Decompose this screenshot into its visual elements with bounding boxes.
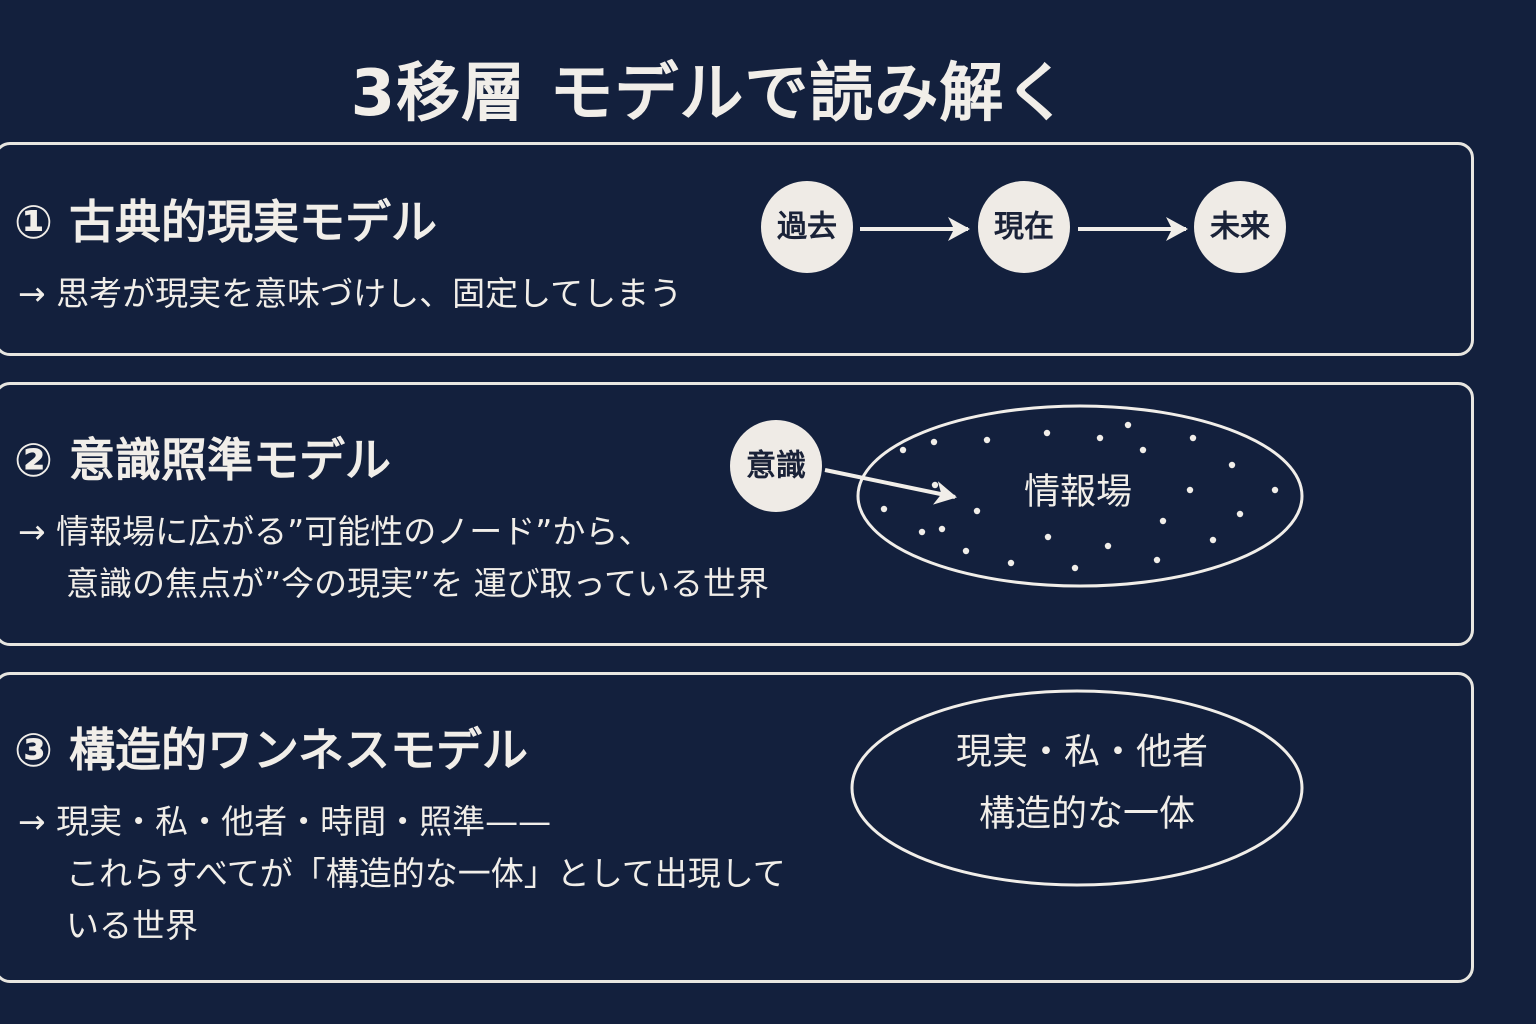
possibility-dot [1189,434,1197,442]
information-field-ellipse [856,404,1304,588]
possibility-dot [899,446,907,454]
possibility-dot [1071,564,1079,572]
node-present-label: 現在 [994,210,1054,245]
possibility-dot [1007,559,1015,567]
node-past [761,181,853,273]
possibility-dot [1043,429,1051,437]
description-line: → 現実・私・他者・時間・照準—— [18,802,552,841]
possibility-dot [1186,486,1194,494]
possibility-dot [1044,533,1052,541]
section-2-heading: ② 意識照準モデル [14,433,391,487]
possibility-dot [962,547,970,555]
possibility-dot [918,528,926,536]
section-classical-model [0,142,1474,356]
oneness-diagram: 現実・私・他者 構造的な一体 [850,689,1304,887]
consciousness-node [730,420,822,512]
possibility-dot [1236,510,1244,518]
node-past-label: 過去 [777,210,837,245]
section-oneness-model [0,672,1474,983]
possibility-dot [973,507,981,515]
possibility-dot [1159,517,1167,525]
consciousness-node-label: 意識 [746,449,806,484]
section-1-heading: ① 古典的現実モデル [14,195,437,249]
section-2-description: → 情報場に広がる”可能性のノード”から、 意識の焦点が”今の現実”を 運び取っ… [18,506,769,610]
node-present [978,181,1070,273]
node-future [1194,181,1286,273]
possibility-dot [1153,556,1161,564]
possibility-dot [1228,461,1236,469]
possibility-dot [1139,446,1147,454]
description-line: → 情報場に広がる”可能性のノード”から、 [18,512,652,551]
oneness-ellipse [850,689,1304,887]
possibility-dot [880,505,888,513]
information-field-label: 情報場 [1024,472,1132,513]
possibility-dot [1124,421,1132,429]
timeline-diagram: 過去 現在 未来 [761,181,1286,273]
description-line: 意識の焦点が”今の現実”を 運び取っている世界 [66,564,770,603]
focus-arrow [824,468,957,505]
possibility-dot [938,525,946,533]
possibility-dot [1271,486,1279,494]
information-field-diagram: 情報場 意識 [730,404,1304,588]
description-line: → 思考が現実を意味づけし、固定してしまう [18,274,683,313]
section-consciousness-model [0,382,1474,646]
oneness-line-1: 現実・私・他者 [956,732,1208,773]
section-3-heading: ③ 構造的ワンネスモデル [14,723,529,777]
page-title: 3移層 モデルで読み解く [350,57,1070,131]
possibility-dot [930,438,938,446]
possibility-dot [931,481,939,489]
possibility-dot [983,436,991,444]
section-3-description: → 現実・私・他者・時間・照準—— これらすべてが「構造的な一体」として出現して… [18,796,786,952]
description-line: いる世界 [66,906,198,945]
section-1-description: → 思考が現実を意味づけし、固定してしまう [18,268,682,320]
node-future-label: 未来 [1210,210,1270,245]
possibility-dots [880,421,1279,572]
possibility-dot [1209,536,1217,544]
possibility-dot [1096,434,1104,442]
description-line: これらすべてが「構造的な一体」として出現して [66,854,786,893]
possibility-dot [1104,542,1112,550]
oneness-line-2: 構造的な一体 [979,794,1195,835]
